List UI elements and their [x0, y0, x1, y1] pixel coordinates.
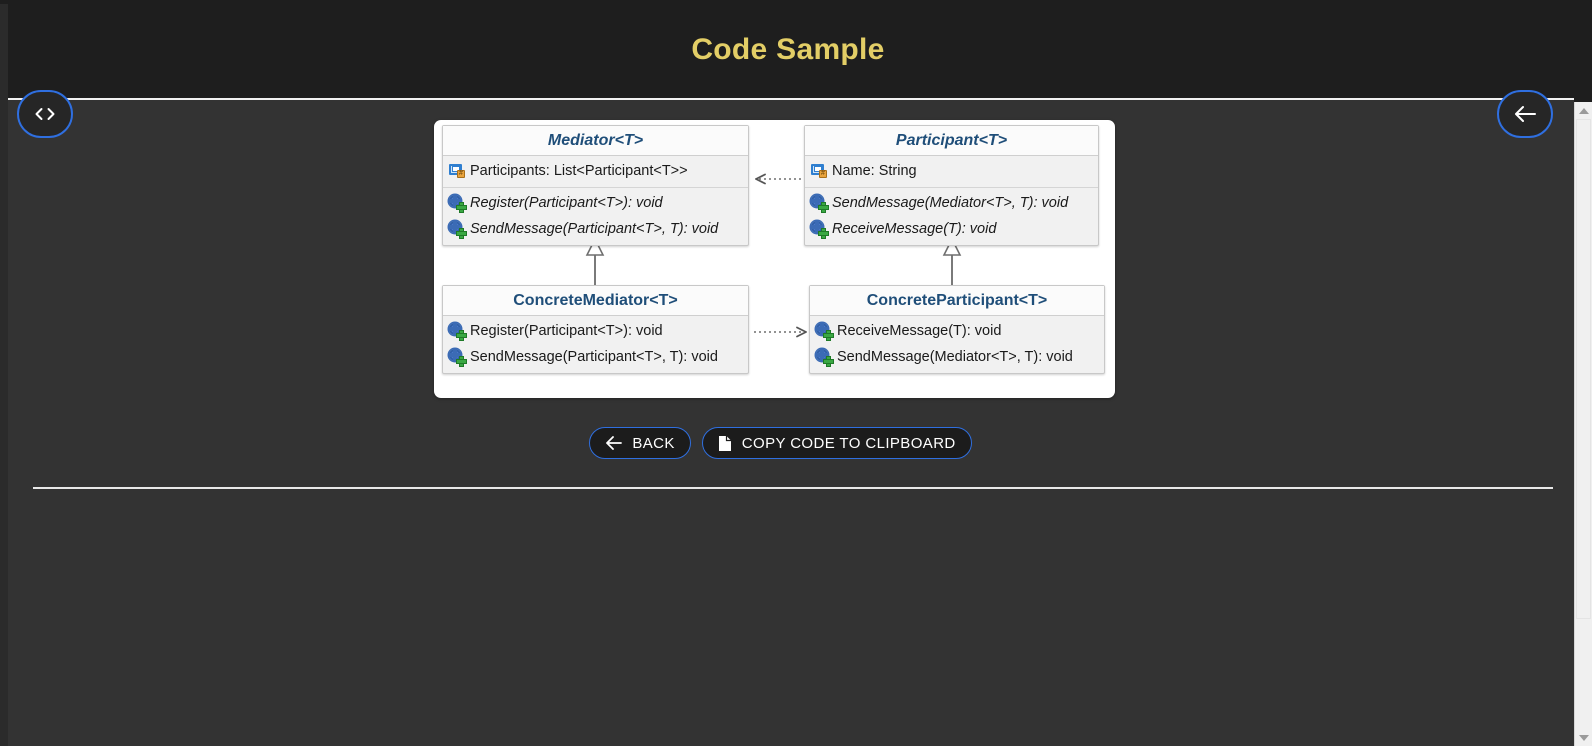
- public-method-icon: [448, 195, 467, 213]
- section-divider: [33, 487, 1553, 489]
- uml-methods-section: ReceiveMessage(T): void SendMessage(Medi…: [810, 316, 1104, 373]
- uml-member-label: SendMessage(Mediator<T>, T): void: [832, 195, 1069, 211]
- uml-class-title: Mediator<T>: [443, 126, 748, 156]
- uml-class-title: Participant<T>: [805, 126, 1098, 156]
- action-bar: BACK COPY CODE TO CLIPBOARD: [8, 427, 1553, 459]
- back-button-label: BACK: [632, 434, 675, 452]
- vertical-scrollbar[interactable]: [1574, 102, 1592, 746]
- uml-class-title: ConcreteParticipant<T>: [810, 286, 1104, 316]
- scrollbar-thumb[interactable]: [1576, 119, 1591, 619]
- arrow-left-icon: [1513, 105, 1537, 123]
- public-method-icon: [448, 221, 467, 239]
- uml-member-label: ReceiveMessage(T): void: [832, 221, 997, 237]
- uml-method-row: Register(Participant<T>): void: [443, 190, 748, 216]
- uml-property-row: # Name: String: [805, 158, 1098, 184]
- uml-methods-section: Register(Participant<T>): void SendMessa…: [443, 316, 748, 373]
- uml-member-label: Register(Participant<T>): void: [470, 195, 663, 211]
- uml-diagram-panel: Mediator<T> # Participants: List<Partici…: [434, 120, 1115, 398]
- scrollbar-corner: [1574, 0, 1592, 102]
- back-button[interactable]: BACK: [589, 427, 691, 459]
- uml-methods-section: Register(Participant<T>): void SendMessa…: [443, 188, 748, 245]
- public-method-icon: [815, 323, 834, 341]
- uml-method-row: ReceiveMessage(T): void: [810, 318, 1104, 344]
- uml-member-label: Register(Participant<T>): void: [470, 323, 663, 339]
- uml-member-label: Name: String: [832, 163, 917, 179]
- uml-member-label: Participants: List<Participant<T>>: [470, 163, 688, 179]
- uml-properties-section: # Name: String: [805, 156, 1098, 188]
- uml-member-label: SendMessage(Participant<T>, T): void: [470, 221, 719, 237]
- uml-class-concreteparticipant[interactable]: ConcreteParticipant<T> ReceiveMessage(T)…: [809, 285, 1105, 374]
- uml-connectors: [585, 173, 962, 338]
- page-header: Code Sample: [0, 0, 1576, 100]
- uml-method-row: SendMessage(Mediator<T>, T): void: [810, 344, 1104, 370]
- uml-method-row: Register(Participant<T>): void: [443, 318, 748, 344]
- uml-method-row: SendMessage(Mediator<T>, T): void: [805, 190, 1098, 216]
- uml-member-label: SendMessage(Participant<T>, T): void: [470, 349, 718, 365]
- copy-file-icon: [718, 435, 732, 452]
- uml-methods-section: SendMessage(Mediator<T>, T): void Receiv…: [805, 188, 1098, 245]
- code-sample-content: Mediator<T> # Participants: List<Partici…: [8, 102, 1553, 746]
- uml-class-title: ConcreteMediator<T>: [443, 286, 748, 316]
- public-method-icon: [810, 221, 829, 239]
- public-method-icon: [448, 323, 467, 341]
- scroll-up-arrow-icon[interactable]: [1575, 102, 1592, 119]
- uml-method-row: SendMessage(Participant<T>, T): void: [443, 216, 748, 242]
- uml-member-label: ReceiveMessage(T): void: [837, 323, 1002, 339]
- copy-code-button-label: COPY CODE TO CLIPBOARD: [741, 434, 956, 452]
- view-code-button[interactable]: [17, 90, 73, 138]
- code-brackets-icon: [34, 107, 56, 121]
- uml-method-row: SendMessage(Participant<T>, T): void: [443, 344, 748, 370]
- uml-property-row: # Participants: List<Participant<T>>: [443, 158, 748, 184]
- public-method-icon: [815, 349, 834, 367]
- uml-class-participant[interactable]: Participant<T> # Name: String SendMessag…: [804, 125, 1099, 246]
- window-top-edge: [0, 0, 1592, 4]
- uml-method-row: ReceiveMessage(T): void: [805, 216, 1098, 242]
- uml-properties-section: # Participants: List<Participant<T>>: [443, 156, 748, 188]
- property-icon: #: [449, 163, 466, 179]
- uml-class-concretemediator[interactable]: ConcreteMediator<T> Register(Participant…: [442, 285, 749, 374]
- uml-class-mediator[interactable]: Mediator<T> # Participants: List<Partici…: [442, 125, 749, 246]
- close-panel-button[interactable]: [1497, 90, 1553, 138]
- arrow-left-icon: [605, 436, 623, 450]
- public-method-icon: [448, 349, 467, 367]
- page-title: Code Sample: [691, 33, 885, 66]
- property-icon: #: [811, 163, 828, 179]
- scroll-down-arrow-icon[interactable]: [1575, 729, 1592, 746]
- copy-code-button[interactable]: COPY CODE TO CLIPBOARD: [701, 427, 972, 459]
- window-left-edge: [0, 0, 8, 746]
- public-method-icon: [810, 195, 829, 213]
- uml-member-label: SendMessage(Mediator<T>, T): void: [837, 349, 1073, 365]
